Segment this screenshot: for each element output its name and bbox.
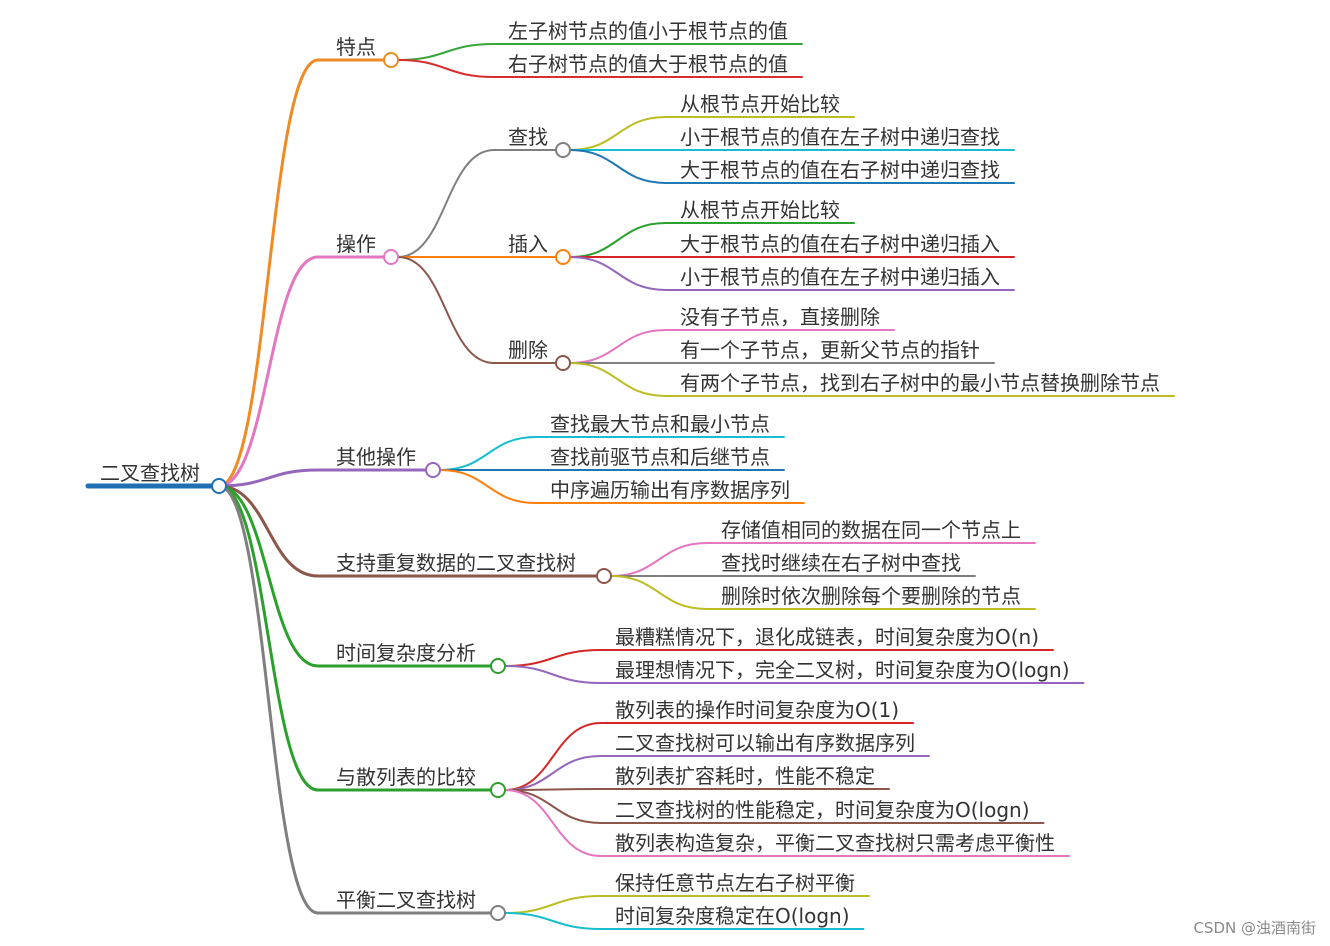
leaf-connector (504, 789, 602, 824)
branch-label: 与散列表的比较 (336, 765, 476, 789)
sub-branch-node[interactable] (555, 355, 571, 371)
leaf-label: 有两个子节点，找到右子树中的最小节点替换删除节点 (680, 371, 1160, 395)
root-label: 二叉查找树 (100, 461, 200, 485)
branch-connector (217, 484, 320, 668)
sub-branch-connector (397, 256, 495, 364)
branch-label: 时间复杂度分析 (336, 641, 476, 665)
leaf-label: 有一个子节点，更新父节点的指针 (680, 338, 980, 362)
leaf-label: 散列表扩容耗时，性能不稳定 (615, 764, 875, 788)
branch-node[interactable] (490, 782, 506, 798)
branch-label: 平衡二叉查找树 (336, 888, 476, 912)
leaf-connector (504, 649, 602, 667)
leaf-label: 从根节点开始比较 (680, 198, 840, 222)
branch-label: 特点 (336, 35, 376, 59)
branch-connector (217, 484, 320, 578)
leaf-label: 时间复杂度稳定在O(logn) (615, 904, 850, 928)
leaf-connector (504, 895, 602, 914)
leaf-connector (610, 575, 708, 610)
leaf-connector (610, 542, 708, 577)
branch-node[interactable] (490, 905, 506, 921)
branch-connector (217, 484, 320, 792)
leaf-connector (569, 329, 667, 364)
branch-node[interactable] (383, 249, 399, 265)
leaf-label: 小于根节点的值在左子树中递归插入 (680, 265, 1000, 289)
leaf-label: 查找前驱节点和后继节点 (550, 445, 770, 469)
leaf-label: 左子树节点的值小于根节点的值 (508, 19, 788, 43)
leaf-connector (504, 912, 602, 930)
leaf-connector (504, 665, 602, 684)
leaf-connector (397, 43, 495, 61)
leaf-connector (439, 469, 537, 504)
csdn-watermark: CSDN @浊酒南街 (1193, 919, 1316, 937)
leaf-label: 大于根节点的值在右子树中递归查找 (680, 158, 1000, 182)
branch-node[interactable] (596, 568, 612, 584)
leaf-connector (569, 222, 667, 258)
leaf-connector (569, 149, 667, 184)
leaf-label: 最糟糕情况下，退化成链表，时间复杂度为O(n) (615, 625, 1039, 649)
leaf-connector (504, 755, 602, 791)
leaf-connector (439, 436, 537, 471)
branch-connector (217, 484, 320, 915)
leaf-label: 小于根节点的值在左子树中递归查找 (680, 125, 1000, 149)
branch-node[interactable] (383, 52, 399, 68)
leaf-label: 存储值相同的数据在同一个节点上 (721, 518, 1021, 542)
leaf-label: 右子树节点的值大于根节点的值 (508, 52, 788, 76)
leaf-label: 散列表的操作时间复杂度为O(1) (615, 698, 899, 722)
branch-node[interactable] (425, 462, 441, 478)
leaf-label: 查找最大节点和最小节点 (550, 412, 770, 436)
branch-connector (217, 468, 320, 488)
leaf-label: 查找时继续在右子树中查找 (721, 551, 961, 575)
leaf-label: 最理想情况下，完全二叉树，时间复杂度为O(logn) (615, 658, 1070, 682)
leaf-connector (569, 362, 667, 397)
branch-label: 其他操作 (336, 445, 416, 469)
leaf-label: 二叉查找树可以输出有序数据序列 (615, 731, 915, 755)
leaf-label: 从根节点开始比较 (680, 92, 840, 116)
leaf-label: 删除时依次删除每个要删除的节点 (721, 584, 1021, 608)
leaf-label: 大于根节点的值在右子树中递归插入 (680, 232, 1000, 256)
branch-label: 支持重复数据的二叉查找树 (336, 551, 576, 575)
leaf-connector (504, 722, 602, 791)
leaf-label: 二叉查找树的性能稳定，时间复杂度为O(logn) (615, 798, 1030, 822)
leaf-label: 没有子节点，直接删除 (680, 305, 880, 329)
branch-node[interactable] (490, 658, 506, 674)
sub-branch-label: 查找 (508, 125, 548, 149)
sub-branch-node[interactable] (555, 142, 571, 158)
leaf-label: 中序遍历输出有序数据序列 (550, 478, 790, 502)
sub-branch-connector (397, 149, 495, 258)
leaf-label: 散列表构造复杂，平衡二叉查找树只需考虑平衡性 (615, 831, 1055, 855)
sub-branch-label: 插入 (508, 232, 548, 256)
leaf-connector (397, 59, 495, 78)
leaf-connector (569, 116, 667, 151)
leaf-connector (569, 256, 667, 291)
branch-connector (217, 255, 320, 488)
leaf-connector (504, 788, 602, 791)
branch-label: 操作 (336, 232, 376, 256)
sub-branch-label: 删除 (508, 338, 548, 362)
sub-branch-node[interactable] (555, 249, 571, 265)
leaf-connector (504, 789, 602, 857)
branch-connector (217, 58, 320, 488)
root-node[interactable] (211, 478, 227, 494)
leaf-label: 保持任意节点左右子树平衡 (615, 871, 855, 895)
